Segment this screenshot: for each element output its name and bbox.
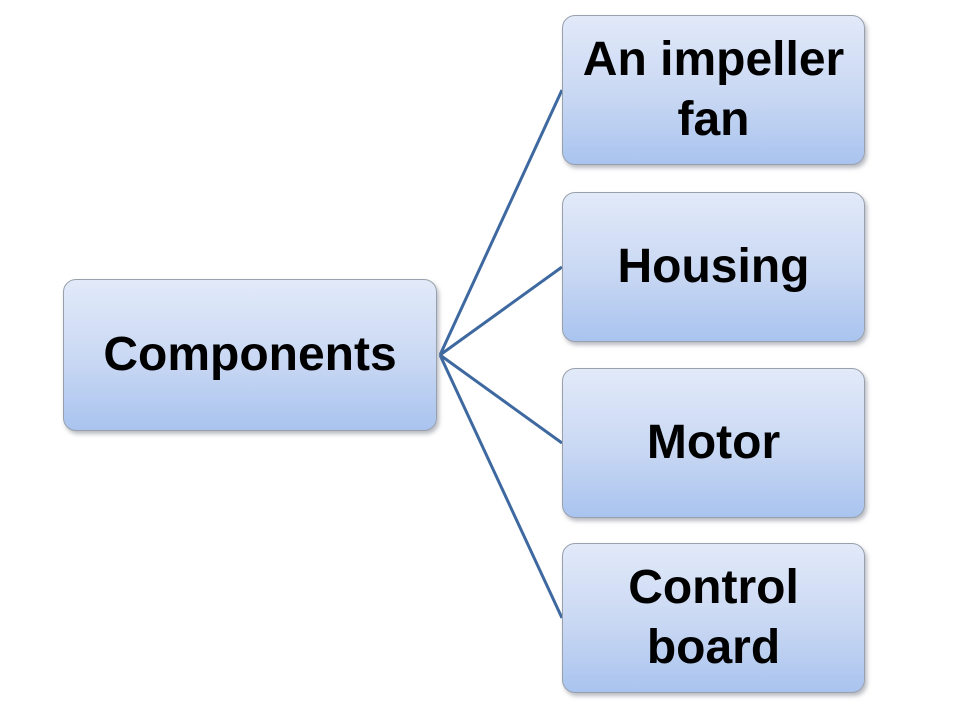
node-housing: Housing	[562, 192, 865, 342]
node-motor-label: Motor	[646, 416, 781, 469]
connector-line-housing	[439, 265, 563, 357]
connector-line-motor	[439, 353, 563, 445]
connector-line-impeller-fan	[438, 89, 564, 356]
node-control-board: Control board	[562, 543, 865, 693]
node-impeller-fan-label: An impeller fan	[582, 33, 845, 146]
node-housing-label: Housing	[617, 240, 810, 293]
node-motor: Motor	[562, 368, 865, 518]
node-impeller-fan: An impeller fan	[562, 15, 865, 165]
connector-line-control-board	[438, 354, 564, 619]
node-components: Components	[63, 279, 437, 431]
node-components-label: Components	[103, 328, 397, 381]
node-control-board-label: Control board	[628, 561, 799, 674]
